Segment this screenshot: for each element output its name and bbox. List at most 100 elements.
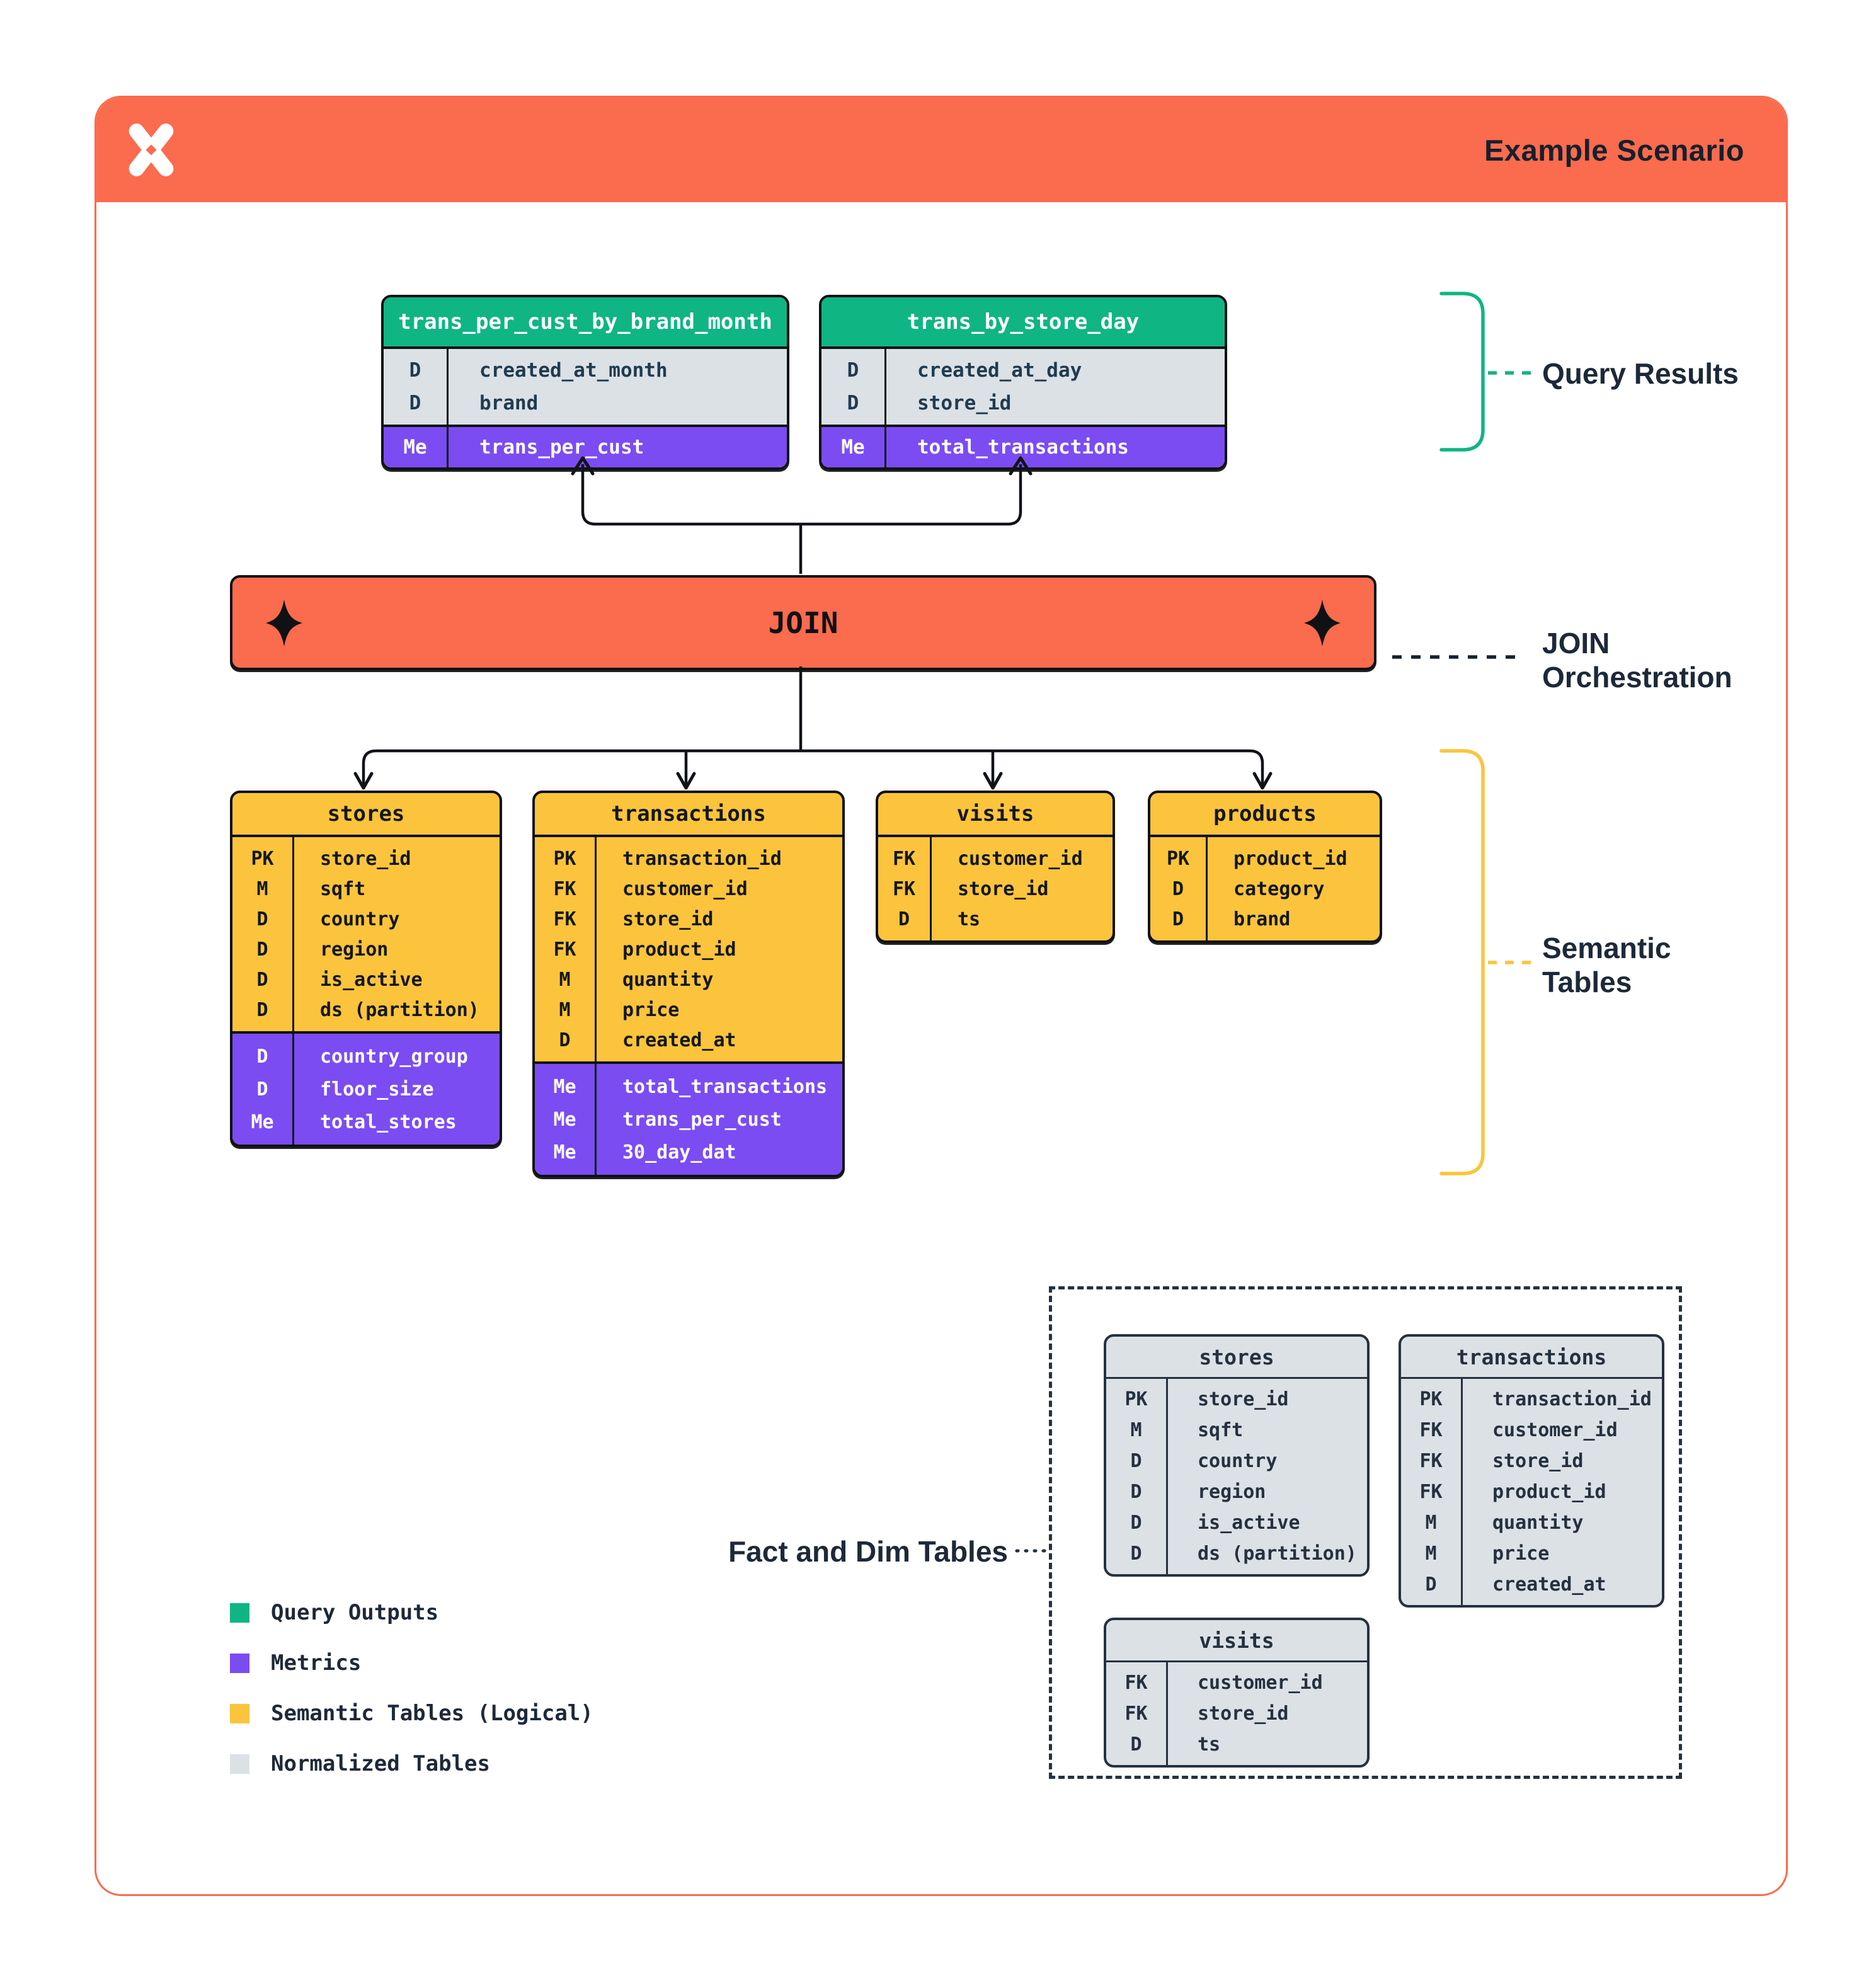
legend-swatch [230, 1602, 249, 1623]
field-name: country_group [320, 1045, 468, 1068]
table-title: trans_per_cust_by_brand_month [384, 297, 787, 346]
field-name: brand [479, 392, 539, 414]
field-key-badge: M [1130, 1419, 1142, 1441]
legend-swatch [230, 1754, 249, 1774]
column-divider [292, 1034, 294, 1145]
field-key-badge: D [1130, 1543, 1142, 1565]
field-row: FK store_id [535, 904, 842, 934]
field-key-badge: Me [251, 1111, 274, 1133]
field-name: store_id [622, 908, 714, 930]
column-divider [884, 349, 886, 425]
join-orchestration-bar: JOIN [230, 575, 1376, 670]
table-title: transactions [611, 801, 766, 826]
field-name: country [320, 908, 400, 930]
field-key-badge: D [1425, 1574, 1437, 1596]
field-key-badge: D [256, 998, 268, 1021]
column-divider [1461, 1379, 1463, 1605]
table-title: visits [1199, 1628, 1274, 1653]
field-name: customer_id [958, 847, 1083, 870]
field-key-badge: D [1130, 1734, 1142, 1756]
field-name: store_id [1492, 1450, 1584, 1472]
field-key-badge: FK [1124, 1703, 1148, 1725]
field-name: is_active [1198, 1512, 1300, 1534]
field-name: created_at [622, 1029, 736, 1051]
field-name: customer_id [1198, 1672, 1323, 1694]
field-key-badge: FK [553, 908, 576, 930]
table-title: trans_by_store_day [821, 297, 1225, 346]
column-divider [447, 349, 449, 425]
field-name: price [1492, 1543, 1550, 1565]
column-divider [595, 1064, 597, 1175]
table-title: stores [1199, 1344, 1274, 1369]
legend-item: Normalized Tables [230, 1751, 593, 1776]
field-name: category [1233, 877, 1325, 900]
column-divider [930, 837, 932, 940]
field-key-badge: D [1172, 877, 1184, 900]
field-key-badge: M [559, 998, 571, 1021]
field-key-badge: D [256, 1078, 268, 1100]
fact-dim-dashed-box [1049, 1286, 1682, 1779]
field-key-badge: D [256, 908, 268, 930]
column-divider [447, 427, 449, 467]
annotation-line: Tables [1542, 966, 1632, 999]
field-key-badge: D [409, 359, 421, 382]
header-bar: Example Scenario [96, 98, 1786, 202]
field-key-badge: M [1425, 1512, 1437, 1534]
legend-label: Query Outputs [271, 1600, 439, 1625]
sparkle-diamond-icon [1304, 599, 1341, 646]
semantic-tables-annotation: Semantic Tables [1542, 931, 1671, 1000]
field-row: FK store_id [1401, 1446, 1662, 1477]
field-key-badge: D [256, 968, 268, 991]
field-key-badge: FK [892, 847, 916, 870]
table-title: products [1213, 801, 1317, 826]
field-name: total_transactions [917, 436, 1129, 459]
column-divider [1166, 1379, 1168, 1574]
table-title: transactions [1456, 1344, 1607, 1369]
field-key-badge: D [256, 1045, 268, 1068]
field-key-badge: D [1130, 1481, 1142, 1503]
column-divider [1166, 1662, 1168, 1765]
field-name: store_id [958, 877, 1049, 900]
join-orchestration-annotation: JOIN Orchestration [1542, 626, 1732, 695]
field-key-badge: FK [1419, 1450, 1443, 1472]
field-name: region [1198, 1481, 1266, 1503]
field-key-badge: FK [553, 877, 576, 900]
table-title: stores [327, 801, 405, 826]
legend-item: Metrics [230, 1650, 593, 1676]
field-name: product_id [1492, 1481, 1606, 1503]
field-name: ts [958, 908, 981, 930]
